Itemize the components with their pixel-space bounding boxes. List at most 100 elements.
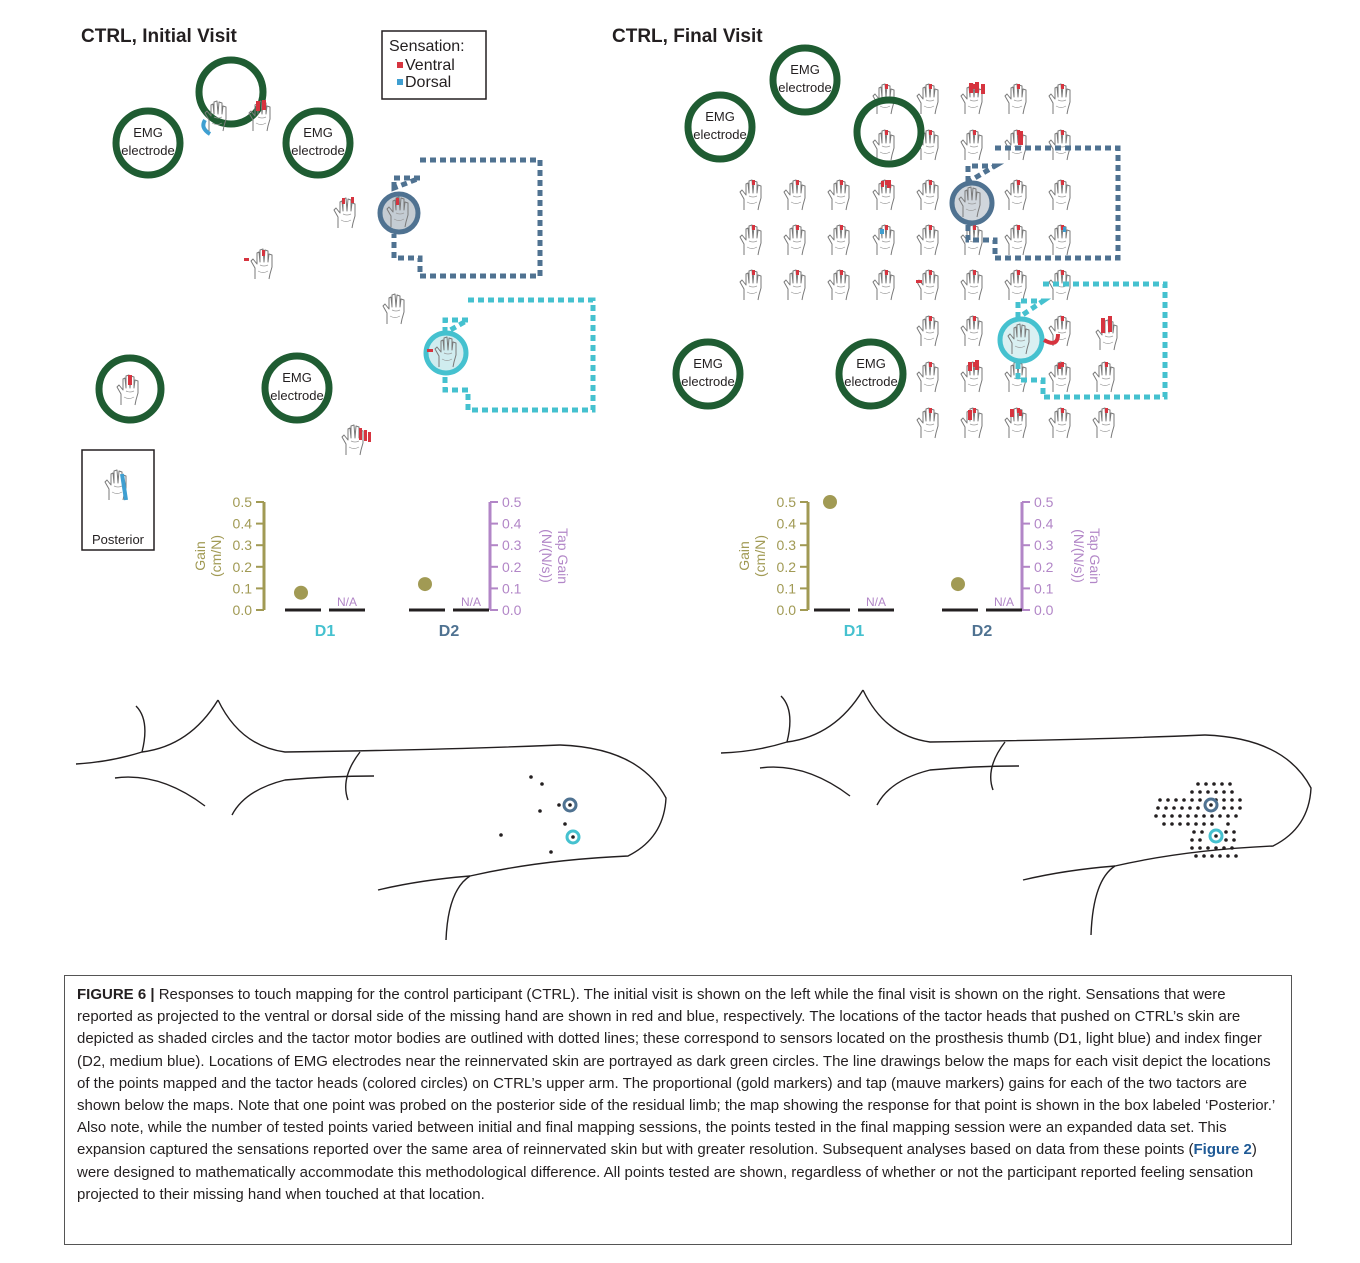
hand-icon xyxy=(244,248,273,280)
hand-icon xyxy=(916,179,939,211)
emg-electrode: EMG electrode xyxy=(684,91,756,163)
right-axis-label: Tap Gain(N/(N/s)) xyxy=(539,528,571,584)
hand-icon xyxy=(783,269,806,301)
left-tick-label: 0.0 xyxy=(233,602,253,618)
hand-icon xyxy=(1048,129,1071,161)
right-tick-label: 0.0 xyxy=(502,602,522,618)
arm-drawing-final xyxy=(720,689,1312,936)
tactor-location-d1 xyxy=(1208,828,1224,844)
hand-icon xyxy=(1048,179,1071,211)
legend-dorsal-swatch xyxy=(397,79,403,85)
right-tick-label: 0.2 xyxy=(1034,559,1054,575)
emg-label: EMG xyxy=(303,125,333,140)
tactor-location-d2 xyxy=(562,797,578,813)
gain-chart-final: 0.00.10.20.30.40.5Gain(cm/N)0.00.10.20.3… xyxy=(736,494,1103,640)
emg-label: electrode xyxy=(693,127,746,142)
hand-icon xyxy=(872,224,895,256)
hand-icon xyxy=(1048,269,1071,301)
hand-icon xyxy=(1048,315,1071,347)
emg-label: electrode xyxy=(844,374,897,389)
emg-label: EMG xyxy=(133,125,163,140)
legend-heading: Sensation: xyxy=(389,38,465,55)
hand-icon xyxy=(960,315,983,347)
hand-icon xyxy=(739,179,762,211)
hand-icon xyxy=(827,269,850,301)
hand-icon xyxy=(1004,407,1027,439)
proportional-gain-marker xyxy=(294,585,308,600)
right-tick-label: 0.3 xyxy=(502,537,522,553)
hand-icon xyxy=(382,293,405,325)
hand-icon xyxy=(872,269,895,301)
panel-title-final: CTRL, Final Visit xyxy=(612,26,763,47)
left-tick-label: 0.4 xyxy=(233,516,253,532)
left-tick-label: 0.3 xyxy=(777,537,797,553)
caption-text: Responses to touch mapping for the contr… xyxy=(77,986,1275,1159)
emg-label: EMG xyxy=(705,109,735,124)
emg-label: EMG xyxy=(856,356,886,371)
emg-electrode: EMG electrode xyxy=(672,338,744,410)
hand-icon xyxy=(1048,361,1071,393)
emg-electrode: EMG electrode xyxy=(112,107,184,179)
left-tick-label: 0.1 xyxy=(777,580,797,596)
arm-drawing-initial xyxy=(75,699,667,941)
posterior-label: Posterior xyxy=(92,532,145,547)
posterior-box xyxy=(81,449,155,551)
legend-ventral-label: Ventral xyxy=(405,57,455,74)
left-tick-label: 0.0 xyxy=(777,602,797,618)
tactor-location-d1 xyxy=(565,829,581,845)
hand-icon xyxy=(1004,269,1027,301)
legend-ventral-swatch xyxy=(397,62,403,68)
emg-electrode xyxy=(95,354,165,424)
hand-icon xyxy=(960,407,983,439)
right-tick-label: 0.4 xyxy=(1034,516,1054,532)
hand-icon xyxy=(872,179,895,211)
right-tick-label: 0.0 xyxy=(1034,602,1054,618)
left-tick-label: 0.5 xyxy=(777,494,797,510)
category-label: D1 xyxy=(315,623,336,640)
hand-icon xyxy=(739,269,762,301)
left-tick-label: 0.3 xyxy=(233,537,253,553)
legend-dorsal-label: Dorsal xyxy=(405,74,451,91)
gain-chart-initial: 0.00.10.20.30.40.5Gain(cm/N)0.00.10.20.3… xyxy=(192,494,571,640)
hand-icon xyxy=(1092,361,1115,393)
figure-link[interactable]: Figure 2 xyxy=(1193,1141,1252,1159)
hand-icon xyxy=(960,269,983,301)
tactor-d1 xyxy=(423,297,596,413)
figure-caption: FIGURE 6 | Responses to touch mapping fo… xyxy=(64,975,1292,1245)
hand-icon xyxy=(1092,407,1115,439)
tap-gain-na-label: N/A xyxy=(461,595,481,609)
hand-icon xyxy=(783,179,806,211)
hand-icon xyxy=(827,224,850,256)
hand-icon xyxy=(341,424,371,456)
hand-icon xyxy=(1048,224,1071,256)
hand-map-left xyxy=(116,100,405,456)
sensation-legend: Sensation: Ventral Dorsal xyxy=(381,30,487,100)
hand-icon xyxy=(1004,224,1027,256)
hand-icon xyxy=(201,100,227,136)
hand-icon xyxy=(960,129,983,161)
tactor-d2 xyxy=(377,157,543,279)
right-tick-label: 0.5 xyxy=(1034,494,1054,510)
emg-label: EMG xyxy=(790,62,820,77)
hand-icon xyxy=(872,83,895,115)
emg-electrode: EMG electrode xyxy=(835,338,907,410)
left-tick-label: 0.2 xyxy=(233,559,253,575)
emg-label: electrode xyxy=(270,388,323,403)
emg-label: electrode xyxy=(778,80,831,95)
caption-text-end: ) were designed to mathematically accomm… xyxy=(77,1141,1257,1203)
hand-icon xyxy=(739,224,762,256)
tactor-location-d2 xyxy=(1203,797,1219,813)
hand-icon xyxy=(916,361,939,393)
proportional-gain-marker xyxy=(823,495,837,509)
emg-electrode xyxy=(853,96,925,168)
category-label: D2 xyxy=(439,623,460,640)
mapped-points-final xyxy=(1154,782,1242,858)
left-tick-label: 0.5 xyxy=(233,494,253,510)
caption-label: FIGURE 6 | xyxy=(77,986,155,1003)
hand-icon xyxy=(916,315,939,347)
tap-gain-na-label: N/A xyxy=(866,595,886,609)
right-tick-label: 0.5 xyxy=(502,494,522,510)
emg-label: electrode xyxy=(121,143,174,158)
hand-icon xyxy=(916,407,939,439)
hand-icon xyxy=(783,224,806,256)
